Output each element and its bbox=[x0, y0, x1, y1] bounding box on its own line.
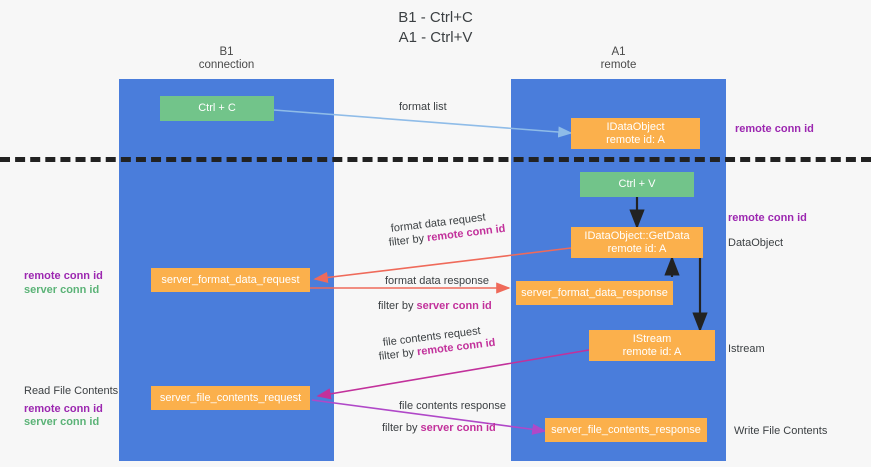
box-server-file-contents-request-label: server_file_contents_request bbox=[159, 391, 302, 404]
column-header-a1: A1 remote bbox=[511, 46, 726, 72]
edge-label-file-contents-response: file contents response bbox=[399, 400, 507, 412]
box-getdata-sub: remote id: A bbox=[607, 242, 667, 255]
box-ctrl-v-label: Ctrl + V bbox=[618, 178, 656, 190]
title-line-2: A1 - Ctrl+V bbox=[398, 29, 473, 46]
filter-server-conn-id: server conn id bbox=[416, 300, 492, 312]
filter-prefix: filter by bbox=[388, 232, 425, 249]
annotation-left-remote-conn-id: remote conn id bbox=[24, 270, 103, 282]
box-server-file-contents-request[interactable]: server_file_contents_request bbox=[151, 386, 310, 410]
annotation-left-remote-conn-id-2: remote conn id bbox=[24, 403, 103, 415]
box-getdata-label: IDataObject::GetData bbox=[584, 229, 690, 242]
filter-prefix-3: filter by bbox=[378, 346, 415, 363]
edge-label-format-list: format list bbox=[399, 101, 447, 113]
box-ctrl-c[interactable]: Ctrl + C bbox=[160, 96, 274, 121]
filter-server-conn-id-2: server conn id bbox=[420, 422, 496, 434]
box-idataobject-label: IDataObject bbox=[606, 120, 665, 133]
box-server-file-contents-response[interactable]: server_file_contents_response bbox=[545, 418, 707, 442]
filter-prefix-4: filter by bbox=[382, 422, 418, 434]
edge-filter-format-data-response: filter by server conn id bbox=[378, 299, 492, 313]
title-line-1: B1 - Ctrl+C bbox=[398, 9, 473, 26]
box-server-format-data-request-label: server_format_data_request bbox=[161, 273, 300, 286]
box-istream-label: IStream bbox=[632, 332, 672, 345]
box-istream-sub: remote id: A bbox=[622, 345, 682, 358]
annotation-read-file-contents: Read File Contents bbox=[24, 385, 119, 397]
annotation-istream: Istream bbox=[728, 343, 765, 355]
column-header-a1-role: remote bbox=[600, 59, 637, 71]
column-header-b1: B1 connection bbox=[119, 46, 334, 72]
annotation-left-server-conn-id: server conn id bbox=[24, 284, 100, 296]
box-ctrl-v[interactable]: Ctrl + V bbox=[580, 172, 694, 197]
box-server-format-data-request[interactable]: server_format_data_request bbox=[151, 268, 310, 292]
box-ctrl-c-label: Ctrl + C bbox=[198, 102, 236, 114]
box-server-format-data-response-label: server_format_data_response bbox=[521, 286, 668, 299]
column-header-a1-name: A1 bbox=[611, 46, 626, 58]
box-idataobject[interactable]: IDataObject remote id: A bbox=[571, 118, 700, 149]
column-header-b1-name: B1 bbox=[219, 46, 234, 58]
annotation-write-file-contents: Write File Contents bbox=[734, 425, 828, 437]
box-server-format-data-response[interactable]: server_format_data_response bbox=[516, 281, 673, 305]
box-server-file-contents-response-label: server_file_contents_response bbox=[551, 423, 701, 436]
annotation-dataobject: DataObject bbox=[728, 237, 784, 249]
column-header-b1-role: connection bbox=[198, 59, 255, 71]
diagram-title: B1 - Ctrl+C A1 - Ctrl+V bbox=[0, 8, 871, 48]
phase-separator bbox=[0, 157, 871, 162]
annotation-remote-conn-id-mid: remote conn id bbox=[728, 212, 807, 224]
box-istream[interactable]: IStream remote id: A bbox=[589, 330, 715, 361]
edge-label-format-data-response: format data response bbox=[385, 275, 489, 287]
box-idataobject-sub: remote id: A bbox=[606, 133, 665, 146]
annotation-remote-conn-id-top: remote conn id bbox=[735, 123, 814, 135]
filter-prefix-2: filter by bbox=[378, 300, 414, 312]
annotation-left-server-conn-id-2: server conn id bbox=[24, 416, 100, 428]
box-getdata[interactable]: IDataObject::GetData remote id: A bbox=[571, 227, 703, 258]
edge-filter-file-contents-response: filter by server conn id bbox=[382, 421, 496, 435]
